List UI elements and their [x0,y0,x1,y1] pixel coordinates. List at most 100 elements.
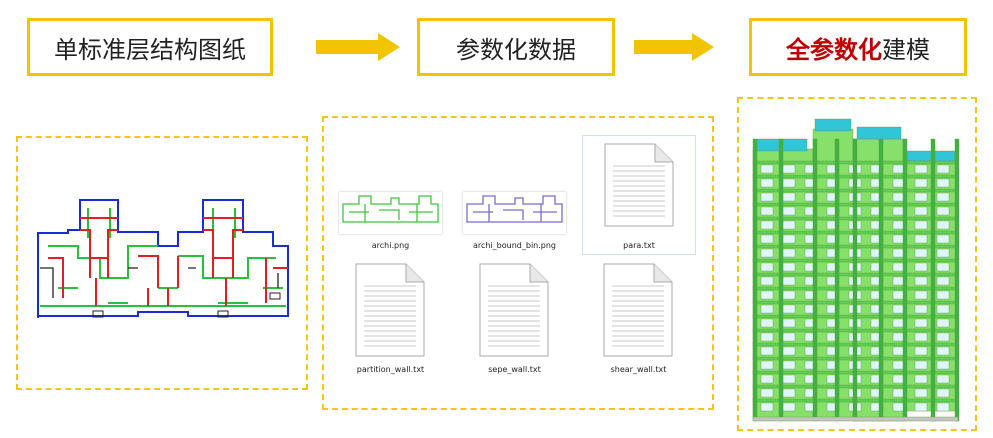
window-opening [760,234,774,244]
window-opening [936,234,950,244]
file-para-txt[interactable]: para.txt [582,135,696,255]
window-opening [782,304,796,314]
window-opening [782,192,796,202]
window-opening [914,192,928,202]
window-opening [782,220,796,230]
window-opening [782,290,796,300]
window-opening [782,164,796,174]
ground-base [752,416,959,422]
window-opening [760,304,774,314]
window-opening [760,318,774,328]
window-opening [914,388,928,398]
window-opening [760,332,774,342]
window-opening [782,276,796,286]
window-opening [760,220,774,230]
window-opening [782,206,796,216]
window-opening [760,276,774,286]
window-opening [782,388,796,398]
roof-block [814,118,852,132]
window-opening [936,346,950,356]
window-opening [760,402,774,412]
column [812,138,818,422]
arrow-right-icon [316,33,400,61]
window-opening [936,290,950,300]
file-name: para.txt [623,241,655,250]
window-opening [936,402,950,412]
stage-box-parametric-data: 参数化数据 [417,18,615,76]
window-opening [782,262,796,272]
window-opening [760,178,774,188]
window-opening [760,164,774,174]
window-opening [936,220,950,230]
window-opening [782,178,796,188]
window-opening [936,360,950,370]
stage-label-rest: 建模 [882,35,930,64]
window-opening [914,402,928,412]
file-name: archi.png [371,241,410,250]
floor-plan-drawing [37,199,289,318]
window-opening [914,276,928,286]
text-document-icon [355,263,425,357]
window-opening [760,360,774,370]
window-opening [760,290,774,300]
window-opening [914,346,928,356]
file-name: partition_wall.txt [356,365,425,374]
window-opening [936,388,950,398]
file-shear-wall-txt[interactable]: shear_wall.txt [586,258,691,378]
file-sepe-wall-txt[interactable]: sepe_wall.txt [462,258,567,378]
window-opening [782,346,796,356]
stage-box-full-parametric-modeling: 全参数化建模 [749,18,967,76]
text-document-icon [604,143,674,227]
window-opening [936,206,950,216]
column [954,138,960,422]
window-opening [782,402,796,412]
file-partition-wall-txt[interactable]: partition_wall.txt [338,258,443,378]
stage-label-highlight: 全参数化 [786,35,882,64]
column [902,138,908,422]
file-name: archi_bound_bin.png [472,241,557,250]
file-archi-png[interactable]: archi.png [338,192,443,254]
stage-label-floor-plan: 单标准层结构图纸 [54,35,246,64]
file-name: sepe_wall.txt [488,365,541,374]
column [778,138,784,422]
window-opening [936,192,950,202]
window-opening [782,234,796,244]
window-opening [936,262,950,272]
column [752,138,758,422]
window-opening [914,360,928,370]
window-opening [760,346,774,356]
window-opening [936,318,950,328]
window-opening [914,262,928,272]
window-opening [936,374,950,384]
image-thumbnail-icon [463,192,566,234]
window-opening [936,164,950,174]
window-opening [760,388,774,398]
column [834,138,840,422]
window-opening [760,192,774,202]
window-opening [782,248,796,258]
window-opening [914,374,928,384]
window-opening [914,164,928,174]
window-opening [914,248,928,258]
window-opening [936,332,950,342]
building-3d-model [752,118,960,422]
parametric-data-panel: archi.png archi_bound_bin.png para.txt p… [322,116,714,410]
building-model-panel [737,97,977,431]
file-archi-bound-bin-png[interactable]: archi_bound_bin.png [462,192,567,254]
window-opening [914,332,928,342]
text-document-icon [603,263,673,357]
window-opening [936,178,950,188]
text-document-icon [479,263,549,357]
window-opening [914,304,928,314]
column [852,138,858,422]
window-opening [936,276,950,286]
window-opening [760,248,774,258]
window-opening [782,318,796,328]
window-opening [914,206,928,216]
window-opening [760,206,774,216]
window-opening [914,178,928,188]
window-opening [914,290,928,300]
window-opening [936,248,950,258]
roof-block [856,126,902,140]
window-opening [782,374,796,384]
